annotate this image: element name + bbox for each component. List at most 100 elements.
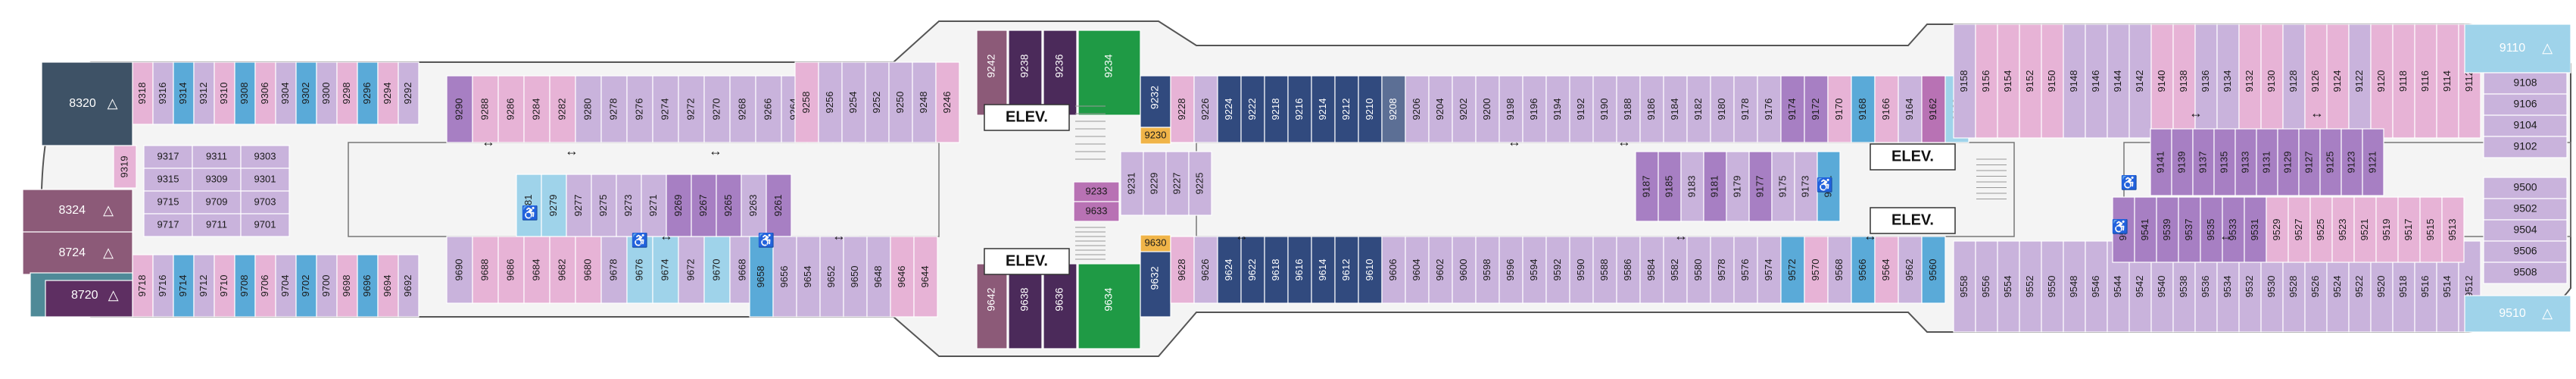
cabin-9214[interactable] — [1311, 75, 1336, 143]
cabin-9306[interactable] — [254, 61, 276, 125]
cabin-9304[interactable] — [275, 61, 297, 125]
cabin-9614[interactable] — [1311, 236, 1336, 304]
cabin-9231[interactable] — [1120, 151, 1144, 216]
cabin-9712[interactable] — [193, 254, 215, 318]
cabin-9560[interactable] — [1921, 236, 1946, 304]
suite-9238[interactable] — [1008, 30, 1043, 116]
cabin-9281[interactable] — [516, 174, 542, 237]
cabin-9692[interactable] — [398, 254, 419, 318]
cabin-9646[interactable] — [890, 236, 915, 318]
cabin-9588[interactable] — [1592, 236, 1617, 304]
cabin-9298[interactable] — [336, 61, 358, 125]
cabin-9108[interactable] — [2483, 72, 2568, 95]
cabin-9670[interactable] — [703, 236, 731, 304]
cabin-9156[interactable] — [1975, 23, 1998, 139]
suite-8720[interactable] — [45, 280, 133, 318]
cabin-9142[interactable] — [2128, 23, 2152, 139]
cabin-9164[interactable] — [1898, 75, 1923, 143]
cabin-9604[interactable] — [1405, 236, 1430, 304]
cabin-9166[interactable] — [1874, 75, 1899, 143]
cabin-9114[interactable] — [2436, 23, 2459, 139]
cabin-9178[interactable] — [1733, 75, 1758, 143]
cabin-9274[interactable] — [652, 75, 679, 143]
cabin-9196[interactable] — [1522, 75, 1547, 143]
cabin-9703[interactable] — [240, 190, 290, 215]
cabin-9714[interactable] — [173, 254, 195, 318]
suite-9234[interactable] — [1077, 30, 1141, 116]
cabin-9136[interactable] — [2194, 23, 2218, 139]
cabin-9308[interactable] — [234, 61, 256, 125]
cabin-9129[interactable] — [2277, 128, 2300, 196]
cabin-9610[interactable] — [1358, 236, 1383, 304]
suite-9510[interactable] — [2464, 295, 2571, 333]
cabin-9300[interactable] — [316, 61, 338, 125]
cabin-9266[interactable] — [755, 75, 782, 143]
cabin-9227[interactable] — [1165, 151, 1190, 216]
cabin-9533[interactable] — [2222, 196, 2245, 263]
cabin-9194[interactable] — [1545, 75, 1570, 143]
cabin-9137[interactable] — [2192, 128, 2215, 196]
cabin-9708[interactable] — [234, 254, 256, 318]
suite-8324[interactable] — [22, 189, 133, 233]
cabin-9566[interactable] — [1851, 236, 1876, 304]
cabin-9564[interactable] — [1874, 236, 1899, 304]
cabin-9650[interactable] — [843, 236, 868, 318]
cabin-9256[interactable] — [818, 61, 843, 143]
cabin-9275[interactable] — [591, 174, 617, 237]
cabin-9118[interactable] — [2392, 23, 2415, 139]
cabin-9183[interactable] — [1680, 151, 1704, 222]
cabin-9716[interactable] — [152, 254, 174, 318]
cabin-9226[interactable] — [1193, 75, 1218, 143]
cabin-9654[interactable] — [796, 236, 821, 318]
cabin-9500[interactable] — [2483, 177, 2568, 199]
cabin-9162[interactable] — [1921, 75, 1946, 143]
cabin-9273[interactable] — [616, 174, 642, 237]
cabin-9504[interactable] — [2483, 219, 2568, 242]
cabin-9648[interactable] — [866, 236, 891, 318]
cabin-9168[interactable] — [1851, 75, 1876, 143]
cabin-9184[interactable] — [1663, 75, 1688, 143]
cabin-9146[interactable] — [2085, 23, 2108, 139]
cabin-9171[interactable] — [1817, 151, 1841, 222]
cabin-9523[interactable] — [2331, 196, 2355, 263]
cabin-9584[interactable] — [1639, 236, 1664, 304]
cabin-9200[interactable] — [1475, 75, 1500, 143]
cabin-9176[interactable] — [1757, 75, 1782, 143]
cabin-9302[interactable] — [295, 61, 317, 125]
cabin-9288[interactable] — [472, 75, 499, 143]
cabin-9554[interactable] — [1997, 240, 2020, 333]
cabin-9106[interactable] — [2483, 93, 2568, 116]
cabin-9312[interactable] — [193, 61, 215, 125]
cabin-9133[interactable] — [2235, 128, 2257, 196]
cabin-9600[interactable] — [1452, 236, 1477, 304]
suite-8724[interactable] — [22, 231, 133, 275]
cabin-9676[interactable] — [626, 236, 653, 304]
cabin-9548[interactable] — [2063, 240, 2086, 333]
cabin-9261[interactable] — [766, 174, 792, 237]
cabin-9656[interactable] — [772, 236, 797, 318]
cabin-9246[interactable] — [935, 61, 960, 143]
cabin-9541[interactable] — [2134, 196, 2157, 263]
cabin-9116[interactable] — [2414, 23, 2437, 139]
cabin-9618[interactable] — [1264, 236, 1289, 304]
cabin-9278[interactable] — [600, 75, 628, 143]
suite-9638[interactable] — [1008, 263, 1043, 349]
cabin-9592[interactable] — [1545, 236, 1570, 304]
cabin-9301[interactable] — [240, 168, 290, 192]
cabin-9225[interactable] — [1188, 151, 1212, 216]
cabin-9102[interactable] — [2483, 136, 2568, 158]
cabin-9179[interactable] — [1726, 151, 1750, 222]
cabin-9254[interactable] — [841, 61, 866, 143]
cabin-9270[interactable] — [703, 75, 731, 143]
suite-9632[interactable] — [1140, 249, 1171, 318]
cabin-9317[interactable] — [143, 145, 193, 169]
cabin-9521[interactable] — [2353, 196, 2377, 263]
cabin-9185[interactable] — [1658, 151, 1682, 222]
cabin-9181[interactable] — [1703, 151, 1727, 222]
cabin-9190[interactable] — [1592, 75, 1617, 143]
cabin-9706[interactable] — [254, 254, 276, 318]
cabin-9572[interactable] — [1780, 236, 1805, 304]
cabin-9131[interactable] — [2256, 128, 2278, 196]
cabin-9568[interactable] — [1827, 236, 1852, 304]
cabin-9314[interactable] — [173, 61, 195, 125]
